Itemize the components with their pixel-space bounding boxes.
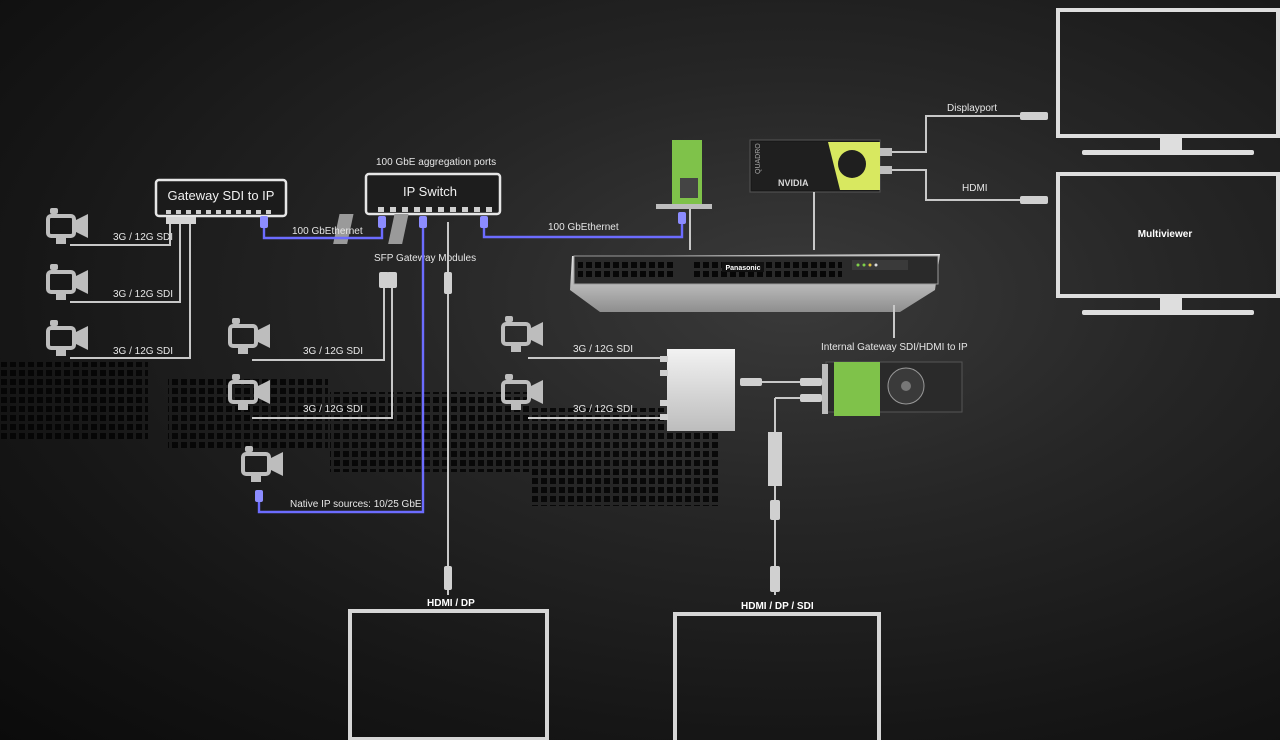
hdmi-dp-label: HDMI / DP [427, 598, 475, 609]
ip-link [262, 222, 384, 240]
native-ip-label: Native IP sources: 10/25 GbE [290, 499, 422, 510]
gpu-model-label: QUADRO [755, 143, 762, 174]
ip-switch-label: IP Switch [403, 184, 457, 199]
sdi-wire [252, 285, 385, 361]
sdi-link-label: 3G / 12G SDI [113, 232, 173, 243]
gateway-sdi-to-ip-label: Gateway SDI to IP [168, 188, 275, 203]
video-camera-icon [46, 262, 90, 302]
sfp-modules-label: SFP Gateway Modules [374, 253, 476, 264]
perforated-panel [0, 362, 720, 506]
sdi-converter-box [660, 349, 735, 431]
ip-link [482, 222, 684, 239]
gpu-card: NVIDIA QUADRO [749, 139, 892, 250]
video-camera-icon [46, 318, 90, 358]
ip-switch-box: IP Switch [333, 172, 502, 244]
sdi-link-label: 3G / 12G SDI [303, 346, 363, 357]
gbe-left-label: 100 GbEthernet [292, 226, 363, 237]
internal-gateway-label: Internal Gateway SDI/HDMI to IP [821, 342, 968, 353]
sdi-link-label: 3G / 12G SDI [113, 289, 173, 300]
internal-gateway-card [822, 361, 963, 416]
ip-connector [255, 212, 686, 502]
hdmi-label: HDMI [962, 183, 988, 194]
gpu-brand-label: NVIDIA [778, 178, 809, 188]
sdi-wire [70, 222, 181, 303]
video-camera-icon [241, 444, 285, 484]
sdi-wire [252, 285, 393, 419]
video-camera-icon [228, 316, 272, 356]
server-brand-label: Panasonic [725, 265, 760, 272]
aggregation-ports-label: 100 GbE aggregation ports [376, 157, 496, 168]
network-card [656, 140, 712, 250]
multiviewer-label: Multiviewer [1138, 229, 1193, 240]
monitor-icon [673, 612, 881, 740]
displayport-label: Displayport [947, 103, 997, 114]
monitor-icon [348, 609, 549, 740]
gbe-right-label: 100 GbEthernet [548, 222, 619, 233]
sdi-link-label: 3G / 12G SDI [303, 404, 363, 415]
sdi-wire [70, 222, 171, 246]
hdmi-dp-sdi-label: HDMI / DP / SDI [741, 601, 814, 612]
monitor-icon [1056, 8, 1280, 155]
hdmi-wire [892, 169, 1028, 201]
panasonic-server: Panasonic [570, 254, 940, 312]
video-camera-icon [501, 314, 545, 354]
sdi-wire [70, 222, 191, 359]
multiviewer-monitor: Multiviewer [1056, 172, 1280, 315]
sdi-link-label: 3G / 12G SDI [573, 344, 633, 355]
hdmi-wire [774, 397, 820, 595]
displayport-wire [892, 115, 1028, 153]
sdi-link-label: 3G / 12G SDI [573, 404, 633, 415]
sdi-link-label: 3G / 12G SDI [113, 346, 173, 357]
sfp-connector [379, 272, 397, 288]
gateway-sdi-to-ip-box: Gateway SDI to IP [154, 178, 288, 224]
video-camera-icon [46, 206, 90, 246]
